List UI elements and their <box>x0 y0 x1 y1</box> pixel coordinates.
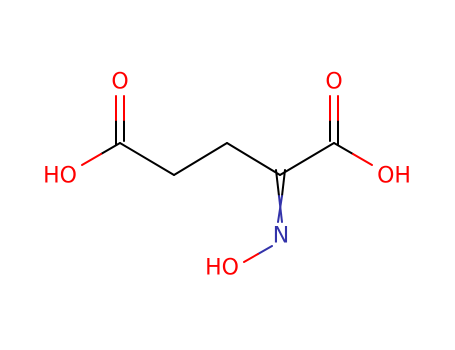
left-carbonyl-oxygen-label: O <box>111 70 128 95</box>
bond-c4-c5 <box>279 142 335 176</box>
right-hydroxyl-bond <box>333 142 373 166</box>
left-hydroxyl-bond <box>81 142 121 166</box>
oxime-hydroxyl-label: HO <box>205 256 239 281</box>
right-hydroxyl-label: OH <box>377 164 411 189</box>
right-carbonyl-double-bond <box>329 95 339 146</box>
left-hydroxyl-label: HO <box>43 164 77 189</box>
nitrogen-label: N <box>273 224 289 249</box>
n-o-bond <box>243 245 273 263</box>
oxime-double-bond <box>275 169 286 223</box>
left-carbonyl-double-bond <box>115 95 125 146</box>
bond-c2-c3 <box>173 142 228 176</box>
bond-c1-c2 <box>119 142 175 176</box>
bond-c3-c4 <box>226 142 281 176</box>
right-carbonyl-oxygen-label: O <box>325 70 342 95</box>
